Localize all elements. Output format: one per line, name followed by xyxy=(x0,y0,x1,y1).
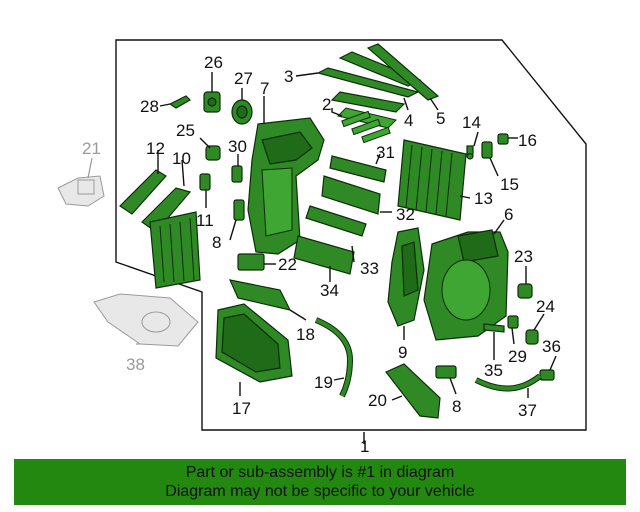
callout-8-lower: 8 xyxy=(452,397,461,416)
part-8-seal-lower xyxy=(435,365,457,379)
part-13-evaporator xyxy=(397,139,467,221)
part-14-clip xyxy=(466,145,474,160)
callout-34: 34 xyxy=(320,281,339,300)
assembly-frame xyxy=(115,39,587,431)
callout-26: 26 xyxy=(204,53,223,72)
callout-18: 18 xyxy=(296,325,315,344)
callout-24: 24 xyxy=(536,297,555,316)
part-28-link xyxy=(168,95,191,109)
callout-labels: 3 2 4 5 26 27 7 28 25 30 31 12 10 11 8 1… xyxy=(82,53,561,456)
callout-31: 31 xyxy=(376,143,395,162)
callout-33: 33 xyxy=(360,259,379,278)
callout-6: 6 xyxy=(504,205,513,224)
callout-21: 21 xyxy=(82,139,101,158)
callout-1: 1 xyxy=(360,437,369,456)
callout-10: 10 xyxy=(172,149,191,168)
part-8-seal-left xyxy=(233,199,245,221)
callout-7: 7 xyxy=(260,79,269,98)
part-20-duct xyxy=(385,363,441,419)
callout-29: 29 xyxy=(508,347,527,366)
banner-line-1: Part or sub-assembly is #1 in diagram xyxy=(185,464,455,481)
callout-4: 4 xyxy=(404,111,413,130)
callout-17: 17 xyxy=(232,399,251,418)
part-seal-strips xyxy=(316,43,440,129)
callout-38: 38 xyxy=(126,355,145,374)
info-banner: Part or sub-assembly is #1 in diagram Di… xyxy=(14,459,626,505)
callout-32: 32 xyxy=(396,205,415,224)
callout-28: 28 xyxy=(140,97,159,116)
part-11-sensor xyxy=(199,173,211,191)
callout-15: 15 xyxy=(500,175,519,194)
callout-13: 13 xyxy=(474,189,493,208)
callout-36: 36 xyxy=(542,337,561,356)
reference-part-38 xyxy=(93,293,199,347)
part-34-grille xyxy=(293,235,355,275)
callout-19: 19 xyxy=(314,373,333,392)
callout-27: 27 xyxy=(234,69,253,88)
callout-14: 14 xyxy=(462,113,481,132)
callout-11: 11 xyxy=(196,211,214,230)
callout-2: 2 xyxy=(322,95,331,114)
callout-8-left: 8 xyxy=(212,233,221,252)
callout-9: 9 xyxy=(398,343,407,362)
banner-line-2: Diagram may not be specific to your vehi… xyxy=(165,483,475,500)
part-24-actuator xyxy=(525,329,539,345)
part-33-door xyxy=(305,205,367,237)
part-12-10-heater-core xyxy=(119,169,201,289)
part-29-bracket xyxy=(507,315,519,329)
part-22-seal xyxy=(237,253,265,271)
part-2-clips xyxy=(341,110,391,144)
part-15-sensor xyxy=(481,141,493,159)
part-9-case-half xyxy=(387,227,425,327)
leader-lines xyxy=(87,72,557,444)
part-32-door xyxy=(321,175,381,215)
part-7-case-half xyxy=(247,117,325,255)
callout-12: 12 xyxy=(146,139,165,158)
part-27-motor xyxy=(231,99,253,125)
part-26-actuator xyxy=(203,91,221,113)
callout-20: 20 xyxy=(368,391,387,410)
callout-30: 30 xyxy=(228,137,247,156)
part-6-blower-case xyxy=(423,229,509,341)
reference-part-21 xyxy=(57,175,105,207)
part-35-link xyxy=(483,323,505,333)
callout-35: 35 xyxy=(484,361,503,380)
callout-16: 16 xyxy=(518,131,537,150)
part-30-bracket xyxy=(231,165,243,183)
part-31-door xyxy=(329,155,387,183)
part-23-actuator xyxy=(517,283,533,299)
part-25-actuator xyxy=(205,145,221,161)
part-36-connector xyxy=(539,369,555,381)
callout-23: 23 xyxy=(514,247,533,266)
callout-37: 37 xyxy=(518,401,537,420)
callout-5: 5 xyxy=(436,109,445,128)
callout-22: 22 xyxy=(278,255,297,274)
part-17-lower-case xyxy=(215,303,293,383)
callout-3: 3 xyxy=(284,67,293,86)
part-16-clip xyxy=(497,133,509,145)
callout-25: 25 xyxy=(176,121,195,140)
